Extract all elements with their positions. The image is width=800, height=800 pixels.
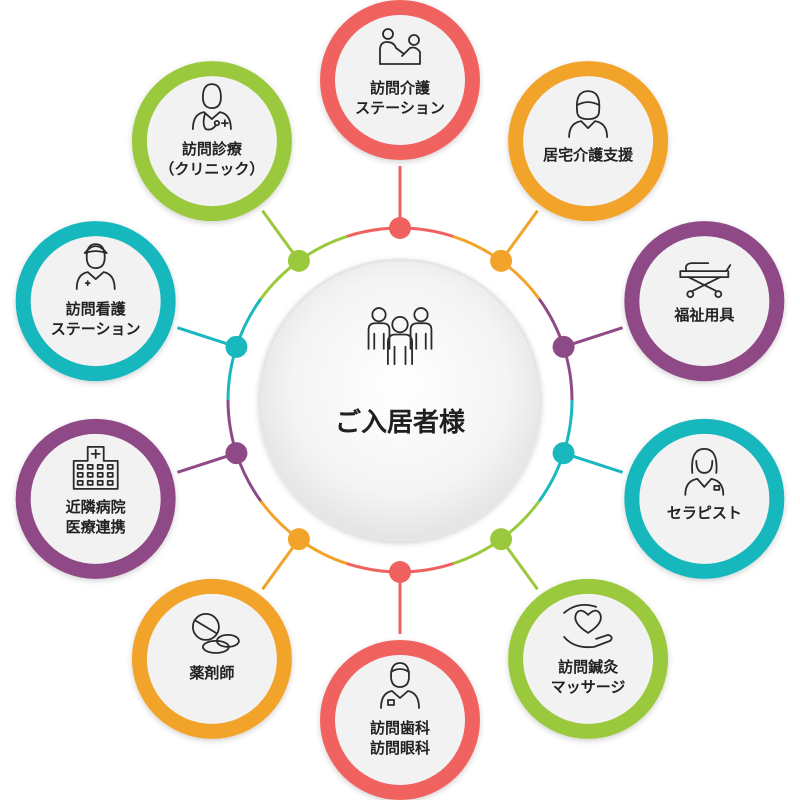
node-face-pharmacist <box>146 593 277 724</box>
caregiver-assisting-person-icon <box>379 28 421 65</box>
node-visiting-clinic <box>131 61 292 222</box>
node-visiting-care-station <box>320 0 480 160</box>
node-face-acupuncture-massage <box>523 593 654 724</box>
pills-icon <box>191 613 240 654</box>
care-manager-woman-icon <box>568 90 608 138</box>
node-face-visiting-clinic <box>146 76 277 207</box>
node-face-home-care-support <box>523 76 654 207</box>
ring-dot-visiting-clinic <box>287 249 310 272</box>
ring-dots <box>225 217 575 583</box>
node-visiting-nursing-station <box>15 221 176 382</box>
node-pharmacist <box>131 578 292 739</box>
node-face-welfare-equipment <box>639 236 770 367</box>
center-node <box>258 258 542 542</box>
node-face-hospital-cooperation <box>30 433 161 564</box>
center-circle <box>258 258 542 542</box>
dentist-man-icon <box>380 662 420 709</box>
node-home-care-support <box>508 61 669 222</box>
heart-in-hands-icon <box>563 604 613 649</box>
doctor-with-stethoscope-icon <box>191 83 232 131</box>
ring-dot-home-care-support <box>490 249 513 272</box>
nurse-icon <box>75 243 116 291</box>
node-face-therapist <box>639 433 770 564</box>
ring-dot-welfare-equipment <box>552 335 575 358</box>
ring-dot-pharmacist <box>287 528 310 551</box>
service-nodes <box>15 0 785 800</box>
group-of-people-icon <box>367 307 433 366</box>
stretcher-bed-icon <box>679 262 732 299</box>
hospital-building-icon <box>72 445 119 490</box>
node-face-visiting-care-station <box>335 15 465 145</box>
ring-dot-dental-ophthalmology <box>389 561 411 583</box>
node-welfare-equipment <box>624 221 785 382</box>
ring-dot-hospital-cooperation <box>225 442 248 465</box>
node-dental-ophthalmology <box>320 640 480 800</box>
node-therapist <box>624 418 785 579</box>
node-acupuncture-massage <box>508 578 669 739</box>
ring-dot-visiting-nursing-station <box>225 335 248 358</box>
ring-dot-acupuncture-massage <box>490 528 513 551</box>
center-label: ご入居者様 <box>334 407 465 438</box>
ring-dot-therapist <box>552 442 575 465</box>
therapist-woman-icon <box>684 447 725 496</box>
node-hospital-cooperation <box>15 418 176 579</box>
node-face-dental-ophthalmology <box>335 655 465 785</box>
node-face-visiting-nursing-station <box>30 236 161 367</box>
ring-dot-visiting-care-station <box>389 217 411 239</box>
